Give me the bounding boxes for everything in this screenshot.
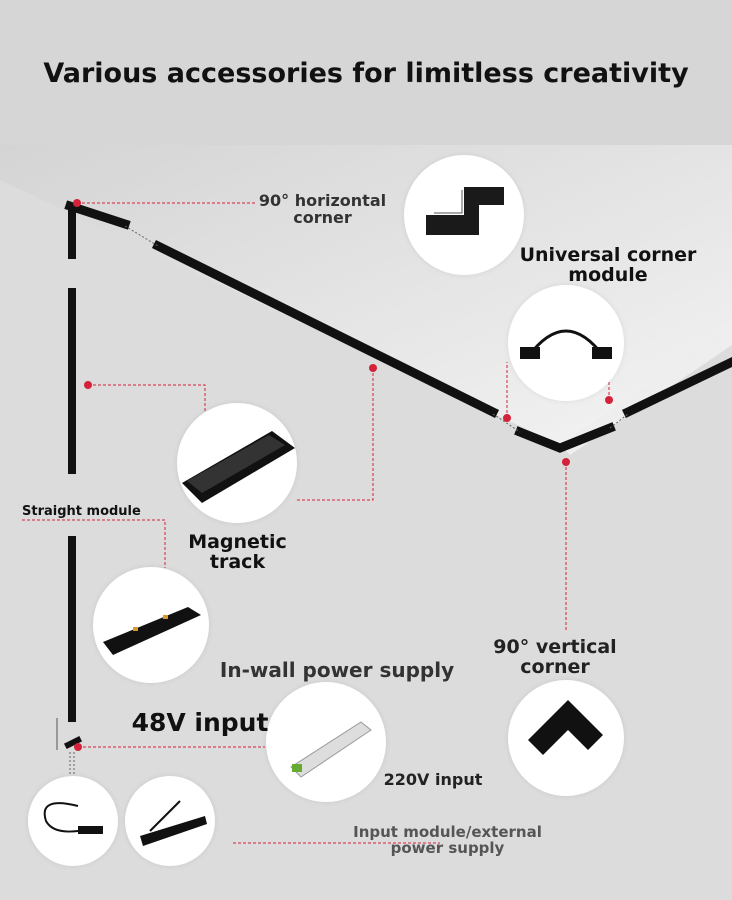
label-input-module: Input module/external power supply [353, 823, 542, 857]
vertical-corner-image [508, 680, 624, 796]
label-220v-input: 220V input [383, 770, 483, 789]
label-48v-input: 48V input [131, 708, 269, 737]
marker-dot [562, 458, 570, 466]
label-in-wall-power: In-wall power supply [219, 658, 455, 682]
straight-module-image [93, 567, 209, 683]
marker-dot [605, 396, 613, 404]
marker-dot [73, 199, 81, 207]
label-magnetic-track: Magnetic track [188, 531, 287, 573]
label-straight-module: Straight module [22, 504, 141, 519]
label-horizontal-corner: 90° horizontal corner [258, 191, 387, 227]
magnetic-track-lines [63, 200, 732, 750]
input-module-image [28, 776, 118, 866]
marker-dot [503, 414, 511, 422]
universal-corner-image [508, 285, 624, 401]
marker-dot [369, 364, 377, 372]
marker-dot [84, 381, 92, 389]
marker-dot [74, 743, 82, 751]
page-title: Various accessories for limitless creati… [43, 58, 689, 89]
horizontal-corner-image [404, 155, 524, 275]
label-universal-corner: Universal corner module [519, 244, 697, 286]
external-power-image [125, 776, 215, 866]
power-supply-image [266, 682, 386, 802]
magnetic-track-image [177, 403, 297, 523]
label-vertical-corner: 90° vertical corner [493, 636, 617, 678]
